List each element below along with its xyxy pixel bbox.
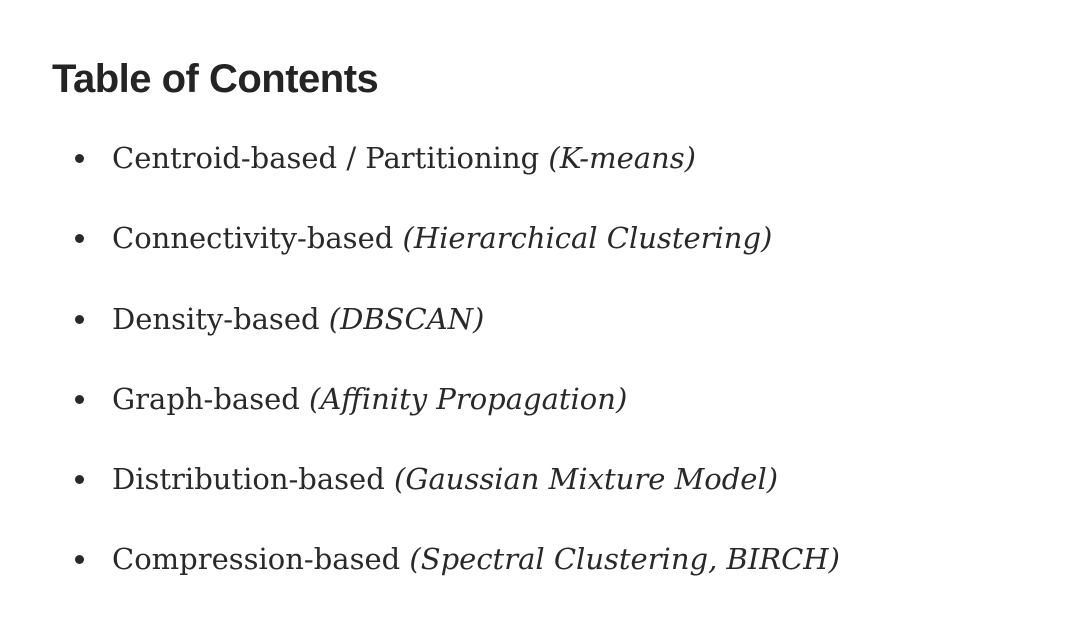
- toc-item-label: Graph-based: [112, 381, 310, 416]
- toc-item-detail: (Gaussian Mixture Model): [394, 462, 779, 496]
- toc-item-connectivity-based: Connectivity-based (Hierarchical Cluster…: [52, 220, 1032, 256]
- toc-item-centroid-based: Centroid-based / Partitioning (K-means): [52, 140, 1032, 176]
- bullet-icon: [75, 154, 84, 163]
- bullet-icon: [75, 394, 84, 404]
- toc-heading: Table of Contents: [52, 57, 379, 101]
- toc-item-compression-based: Compression-based (Spectral Clustering, …: [52, 541, 1032, 577]
- bullet-icon: [75, 314, 84, 324]
- toc-item-distribution-based: Distribution-based (Gaussian Mixture Mod…: [52, 461, 1032, 497]
- toc-item-detail: (Affinity Propagation): [309, 381, 628, 416]
- bullet-icon: [75, 475, 84, 484]
- toc-item-label: Compression-based: [112, 542, 410, 577]
- toc-item-label: Density-based: [112, 301, 329, 336]
- bullet-icon: [75, 234, 84, 244]
- toc-item-label: Connectivity-based: [112, 221, 403, 256]
- toc-item-detail: (K-means): [548, 141, 696, 175]
- toc-list: Centroid-based / Partitioning (K-means) …: [52, 140, 1032, 578]
- toc-item-density-based: Density-based (DBSCAN): [52, 301, 1032, 337]
- toc-item-graph-based: Graph-based (Affinity Propagation): [52, 381, 1032, 417]
- toc-item-label: Distribution-based: [112, 462, 394, 496]
- toc-item-label: Centroid-based / Partitioning: [112, 141, 549, 175]
- bullet-icon: [75, 555, 84, 565]
- toc-item-detail: (Hierarchical Clustering): [402, 221, 773, 256]
- toc-item-detail: (Spectral Clustering, BIRCH): [409, 542, 840, 577]
- toc-item-detail: (DBSCAN): [328, 301, 485, 336]
